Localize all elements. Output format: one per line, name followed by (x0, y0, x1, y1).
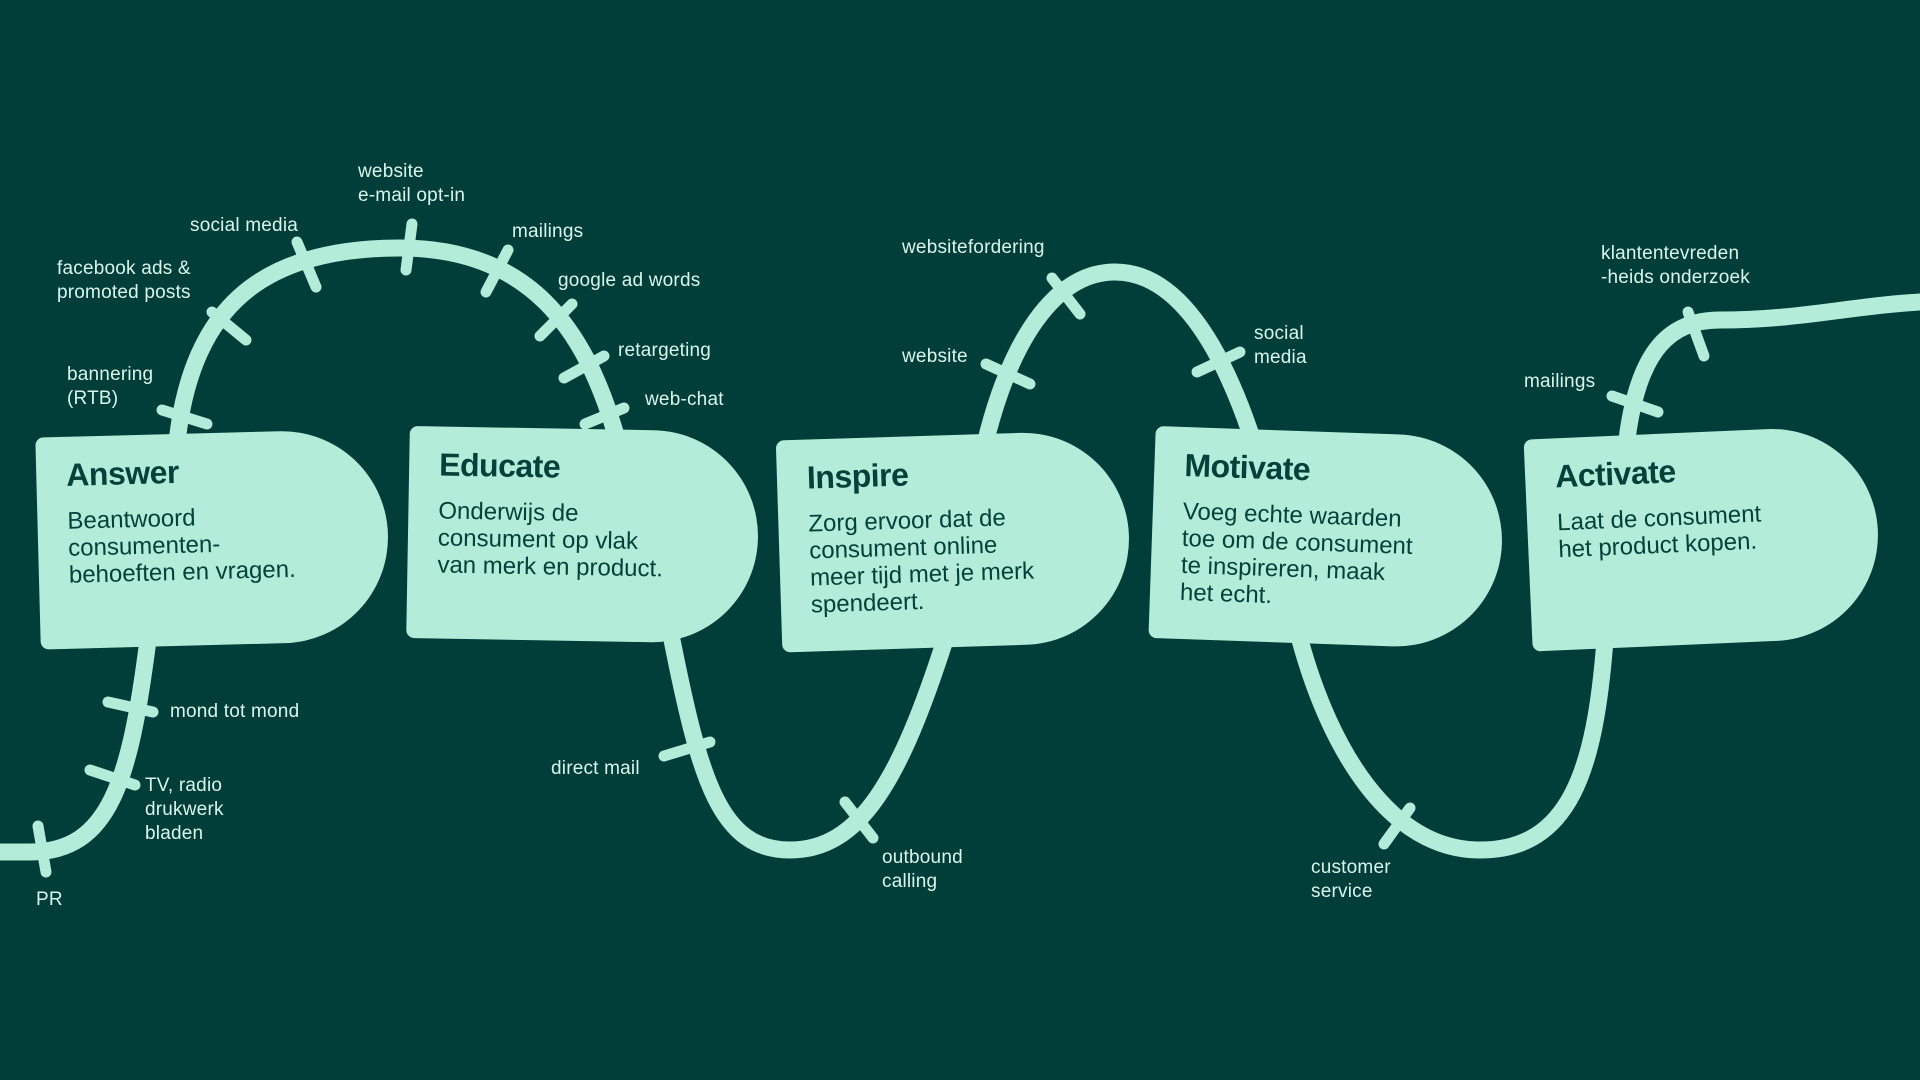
tick-website-2 (980, 358, 1036, 390)
stage-title: Motivate (1183, 446, 1311, 488)
tick-tv-radio (84, 764, 141, 791)
tick-mailings-1 (480, 244, 514, 298)
tick-customer-service (1378, 802, 1416, 850)
tick-bannering (156, 404, 213, 430)
channel-label-retargeting: retargeting (618, 340, 712, 361)
journey-path (0, 239, 1920, 861)
stage-title: Answer (65, 453, 180, 493)
channel-label-mailings-1: mailings (512, 221, 584, 242)
channel-label-pr: PR (36, 889, 63, 910)
channel-label-bannering: bannering (RTB) (67, 364, 154, 409)
tick-mond-tot-mond (102, 696, 159, 718)
channel-label-google-ad-words: google ad words (558, 270, 701, 291)
stage-description: Zorg ervoor dat de consument online meer… (807, 504, 1035, 619)
tick-social-media-2 (1191, 346, 1246, 378)
stage-title: Educate (438, 446, 561, 485)
stage-title: Inspire (806, 456, 909, 496)
channel-label-social-media-2: social media (1254, 323, 1307, 368)
channel-label-customer-service: customer service (1311, 857, 1391, 902)
channel-label-website-email: website e-mail opt-in (358, 161, 466, 206)
tick-direct-mail (658, 736, 716, 762)
channel-label-website-2: website (902, 346, 968, 367)
tick-mailings-2 (1606, 390, 1664, 418)
tick-pr (32, 820, 52, 878)
tick-google-ad-words (534, 298, 578, 342)
tick-retargeting (558, 350, 610, 384)
channel-label-mailings-2: mailings (1524, 371, 1596, 392)
channel-label-social-media-1: social media (190, 215, 299, 236)
stage-card-educate: Educate Onderwijs de consument op vlak v… (406, 425, 760, 645)
stage-card-answer: Answer Beantwoord consumenten- behoeften… (35, 428, 391, 650)
channel-label-outbound-calling: outbound calling (882, 847, 963, 892)
stage-title: Activate (1554, 453, 1677, 495)
channel-label-facebook-ads: facebook ads & promoted posts (57, 258, 191, 303)
channel-label-websitefordering: websitefordering (902, 237, 1045, 258)
channel-label-direct-mail: direct mail (551, 758, 640, 779)
channel-label-mond-tot-mond: mond tot mond (170, 701, 300, 722)
tick-klantentevreden (1682, 306, 1710, 362)
tick-facebook-ads (206, 306, 252, 346)
channel-label-tv-radio: TV, radio drukwerk bladen (145, 775, 224, 844)
stage-description: Laat de consument het product kopen. (1556, 500, 1762, 564)
stage-card-motivate: Motivate Voeg echte waarden toe om de co… (1148, 425, 1506, 651)
tick-websitefordering (1046, 272, 1086, 320)
stage-description: Beantwoord consumenten- behoeften en vra… (67, 504, 297, 589)
stage-card-inspire: Inspire Zorg ervoor dat de consument onl… (775, 429, 1133, 653)
tick-website-email (400, 218, 418, 276)
stage-description: Voeg echte waarden toe om de consument t… (1179, 497, 1414, 610)
stage-card-activate: Activate Laat de consument het product k… (1523, 424, 1883, 652)
tick-social-media-1 (291, 236, 322, 293)
channel-label-web-chat: web-chat (645, 389, 724, 410)
stage-description: Onderwijs de consument op vlak van merk … (437, 497, 664, 583)
tick-web-chat (579, 402, 630, 430)
tick-outbound-calling (839, 796, 879, 844)
channel-label-klantentevreden: klantentevreden -heids onderzoek (1601, 243, 1750, 288)
